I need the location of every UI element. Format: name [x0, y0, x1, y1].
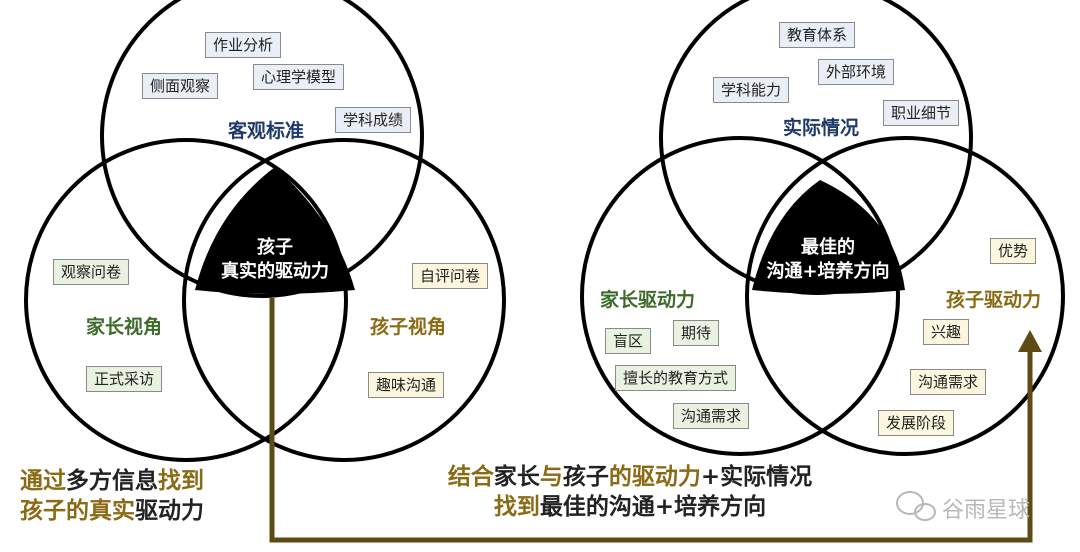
tag-education-system: 教育体系: [779, 22, 856, 48]
tag-blind-spot: 盲区: [605, 328, 652, 354]
caption-text: 孩子的真实: [20, 498, 135, 524]
caption-text: 通过: [20, 468, 66, 494]
left-right-circle: [182, 138, 506, 462]
tag-parent-communication-needs: 沟通需求: [673, 403, 750, 429]
right-center-line2: 沟通+培养方向: [766, 261, 890, 282]
connector-arrow-head: [1018, 330, 1042, 352]
left-top-circle-label: 客观标准: [228, 120, 305, 142]
tag-expectation: 期待: [673, 320, 720, 346]
tag-fun-communication: 趣味沟通: [368, 372, 445, 398]
left-caption-line1: 通过多方信息找到: [20, 466, 204, 496]
tag-development-stage: 发展阶段: [878, 410, 955, 436]
middle-caption: 结合家长与孩子的驱动力+实际情况 找到最佳的沟通+培养方向: [400, 462, 860, 522]
right-center-label: 最佳的 沟通+培养方向: [752, 236, 904, 284]
caption-text: 家长: [493, 464, 540, 490]
caption-text: +实际情况: [700, 464, 813, 490]
tag-preferred-education-style: 擅长的教育方式: [615, 365, 737, 391]
tag-self-assessment: 自评问卷: [412, 263, 489, 289]
caption-text: 找到: [158, 468, 204, 494]
middle-caption-line2: 找到最佳的沟通+培养方向: [400, 492, 860, 522]
left-caption: 通过多方信息找到 孩子的真实驱动力: [20, 466, 204, 526]
left-left-circle-label: 家长视角: [86, 316, 163, 338]
tag-interests: 兴趣: [923, 319, 970, 345]
caption-text: 最佳的沟通+培养方向: [539, 494, 767, 520]
brand-watermark: 谷雨星球: [942, 498, 1031, 523]
tag-subject-ability: 学科能力: [713, 77, 790, 103]
chat-bubble-icon: [896, 491, 936, 521]
tag-observation-survey: 观察问卷: [53, 259, 130, 285]
right-right-circle-label: 孩子驱动力: [946, 289, 1042, 311]
connector-arrow-line: [269, 298, 1033, 543]
caption-text: 结合: [447, 464, 494, 490]
tag-formal-interview: 正式采访: [86, 366, 163, 392]
left-center-line1: 孩子: [257, 237, 293, 258]
caption-text: 的驱动力: [608, 464, 701, 490]
tag-external-environment: 外部环境: [818, 59, 895, 85]
left-center-region: [195, 167, 355, 294]
caption-text: 驱动力: [135, 498, 204, 524]
right-top-circle-label: 实际情况: [783, 117, 860, 139]
tag-side-observation: 侧面观察: [142, 73, 219, 99]
right-center-region: [752, 180, 905, 294]
left-center-label: 孩子 真实的驱动力: [208, 236, 342, 284]
right-right-circle: [745, 136, 1065, 456]
right-center-line1: 最佳的: [801, 237, 855, 258]
tag-subject-grades: 学科成绩: [335, 107, 412, 133]
caption-text: 孩子: [562, 464, 609, 490]
left-caption-line2: 孩子的真实驱动力: [20, 496, 204, 526]
left-right-circle-label: 孩子视角: [370, 316, 447, 338]
left-center-line2: 真实的驱动力: [221, 261, 329, 282]
tag-homework-analysis: 作业分析: [205, 32, 282, 58]
tag-strengths: 优势: [990, 238, 1037, 264]
left-top-circle: [100, 0, 424, 298]
tag-psychology-model: 心理学模型: [253, 64, 345, 90]
left-left-circle: [24, 138, 348, 462]
tag-career-details: 职业细节: [883, 100, 960, 126]
caption-text: 多方信息: [66, 468, 158, 494]
middle-caption-line1: 结合家长与孩子的驱动力+实际情况: [400, 462, 860, 492]
left-venn: [24, 0, 506, 462]
caption-text: 找到: [493, 494, 540, 520]
tag-child-communication-needs: 沟通需求: [910, 369, 987, 395]
right-left-circle-label: 家长驱动力: [600, 289, 696, 311]
right-left-circle: [580, 136, 900, 456]
caption-text: 与: [539, 464, 563, 490]
